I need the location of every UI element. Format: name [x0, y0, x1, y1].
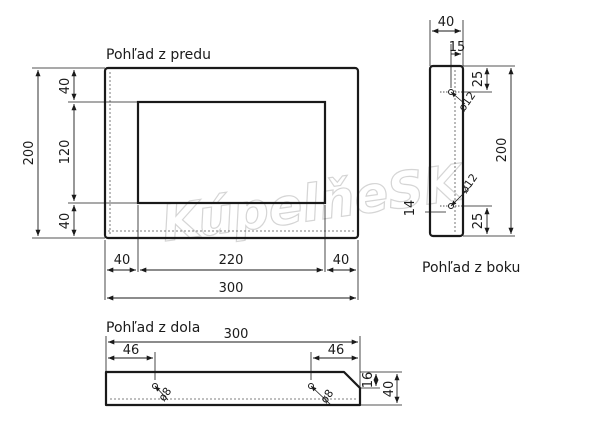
front-view-title: Pohľad z predu — [106, 47, 211, 63]
side-body — [428, 64, 465, 238]
front-frame — [103, 66, 360, 240]
side-bottom-hole-label: 25 — [471, 213, 486, 230]
bottom-view-title: Pohľad z dola — [106, 320, 200, 336]
front-left-margin-label: 40 — [114, 253, 131, 268]
bottom-left-hole-label: 46 — [123, 343, 140, 358]
front-width-label: 300 — [219, 281, 244, 296]
bottom-small-height-label: 16 — [361, 372, 376, 389]
side-view-title: Pohľad z boku — [422, 260, 520, 276]
side-height-label: 200 — [495, 138, 510, 163]
bottom-width-label: 300 — [224, 327, 249, 342]
bottom-hole-right-leader — [310, 385, 332, 406]
front-view: Pohľad z predu 200 40 120 40 40 220 — [22, 47, 360, 301]
bottom-right-hole-label: 46 — [328, 343, 345, 358]
front-middle-label: 120 — [58, 140, 73, 165]
side-offset-label: 15 — [449, 40, 466, 55]
bottom-total-height-label: 40 — [382, 381, 397, 398]
side-hole-top-label: ø12 — [456, 89, 479, 113]
side-hole-bottom-leader — [450, 185, 472, 207]
bottom-extension-lines — [105, 336, 402, 406]
bottom-hole-left-leader — [154, 385, 169, 401]
front-top-label: 40 — [58, 78, 73, 95]
side-top-hole-label: 25 — [471, 71, 486, 88]
bottom-body — [104, 370, 362, 407]
side-view: ø12 ø12 40 15 25 200 25 — [403, 15, 520, 276]
side-hole-top-leader — [450, 91, 466, 105]
front-window-label: 220 — [219, 253, 244, 268]
bottom-hole-right-label: ø8 — [318, 387, 337, 406]
side-extension-lines — [425, 20, 515, 237]
bottom-hole-left-label: ø8 — [156, 385, 175, 404]
bottom-view: Pohľad z dola 300 46 46 ø8 ø8 — [104, 320, 402, 407]
front-height-label: 200 — [22, 141, 37, 166]
side-inset-label: 14 — [403, 200, 418, 217]
front-window — [136, 100, 327, 205]
front-extension-lines — [32, 67, 359, 300]
front-bottom-label: 40 — [58, 213, 73, 230]
front-right-margin-label: 40 — [333, 253, 350, 268]
side-depth-label: 40 — [438, 15, 455, 30]
